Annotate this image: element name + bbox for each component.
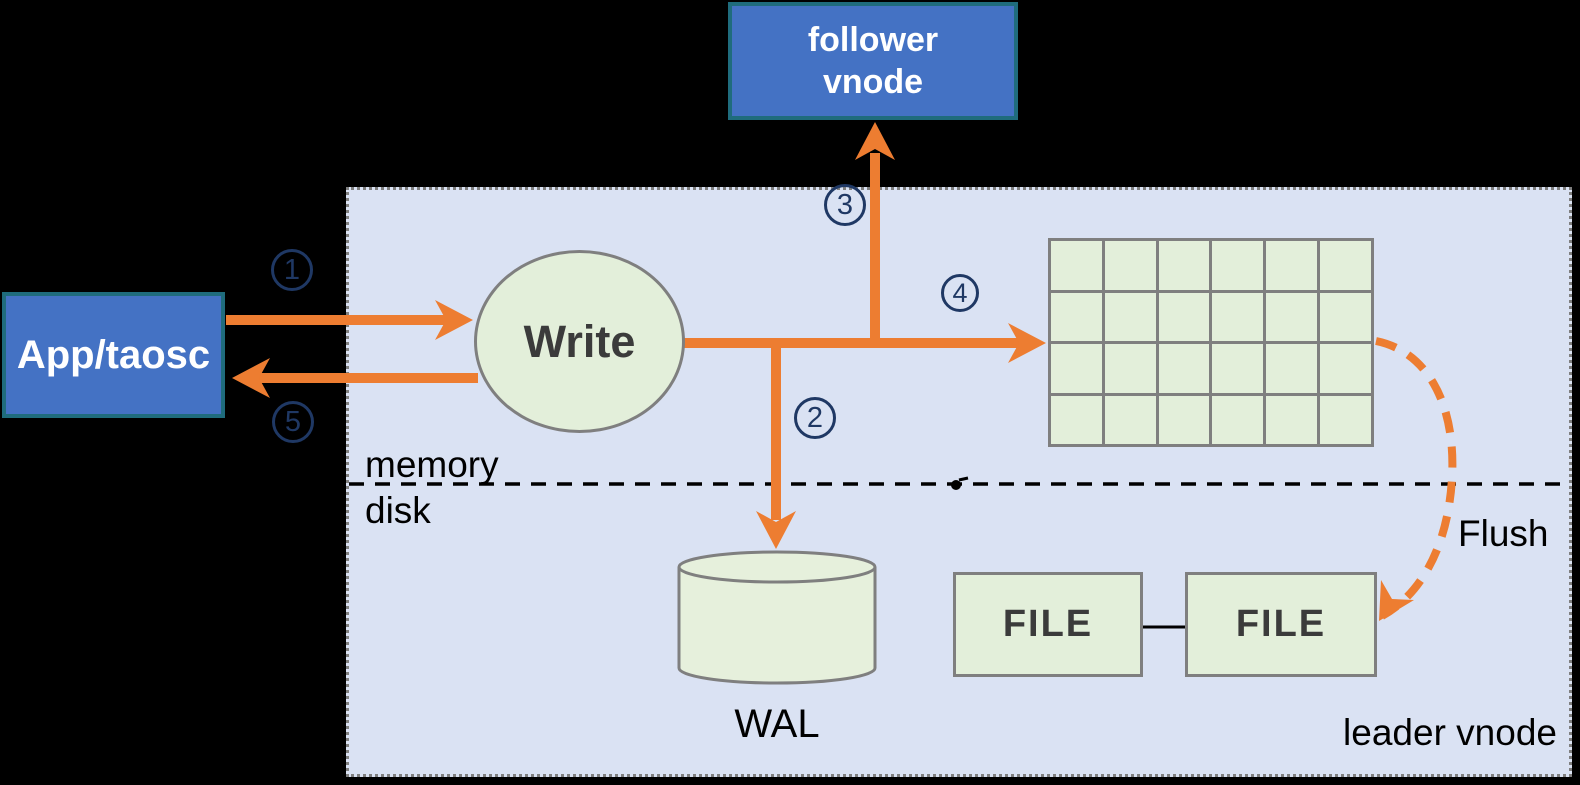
- memtable-cell: [1158, 292, 1210, 341]
- follower-vnode-label-line1: follower: [807, 21, 939, 59]
- flush-label: Flush: [1458, 513, 1549, 554]
- memtable-cell: [1266, 241, 1318, 290]
- file-right-label: FILE: [1235, 603, 1327, 645]
- memtable-cell: [1212, 241, 1264, 290]
- step-badge-4: 4: [941, 274, 979, 312]
- file-box-right: FILE: [1185, 572, 1377, 677]
- memtable-cell: [1158, 241, 1210, 290]
- memtable-grid: [1048, 238, 1374, 447]
- app-taosc-node: App/taosc: [2, 292, 225, 418]
- memtable-cell: [1266, 344, 1318, 393]
- write-node: Write: [474, 250, 685, 433]
- memtable-cell: [1158, 344, 1210, 393]
- step-4-number: 4: [952, 277, 968, 308]
- step-2-number: 2: [806, 401, 824, 434]
- step-badge-1: 1: [271, 249, 313, 291]
- memtable-cell: [1212, 395, 1264, 444]
- memtable-cell: [1266, 395, 1318, 444]
- follower-vnode-label-line2: vnode: [822, 63, 924, 101]
- memtable-cell: [1104, 344, 1156, 393]
- memtable-cell: [1320, 344, 1371, 393]
- memtable-cell: [1051, 395, 1102, 444]
- app-taosc-label: App/taosc: [16, 332, 211, 377]
- wal-label: WAL: [734, 702, 820, 746]
- follower-vnode-node: follower vnode: [728, 2, 1018, 120]
- disk-label: disk: [365, 490, 431, 531]
- write-label: Write: [523, 315, 636, 367]
- memtable-cell: [1051, 292, 1102, 341]
- memtable-cell: [1104, 241, 1156, 290]
- memtable-cell: [1158, 395, 1210, 444]
- file-box-left: FILE: [953, 572, 1143, 677]
- step-1-number: 1: [283, 253, 301, 286]
- memtable-cell: [1320, 241, 1371, 290]
- step-5-number: 5: [284, 405, 302, 438]
- step-3-number: 3: [836, 188, 854, 221]
- memtable-cell: [1320, 395, 1371, 444]
- file-left-label: FILE: [1002, 603, 1094, 645]
- memtable-cell: [1212, 344, 1264, 393]
- memory-label: memory: [365, 444, 499, 485]
- step-badge-3: 3: [824, 184, 866, 226]
- memtable-cell: [1320, 292, 1371, 341]
- memtable-cell: [1051, 241, 1102, 290]
- memtable-cell: [1051, 344, 1102, 393]
- memtable-cell: [1104, 292, 1156, 341]
- memtable-cell: [1266, 292, 1318, 341]
- memtable-cell: [1212, 292, 1264, 341]
- leader-vnode-label: leader vnode: [1343, 712, 1557, 753]
- step-badge-5: 5: [272, 401, 314, 443]
- memtable-cell: [1104, 395, 1156, 444]
- step-badge-2: 2: [794, 397, 836, 439]
